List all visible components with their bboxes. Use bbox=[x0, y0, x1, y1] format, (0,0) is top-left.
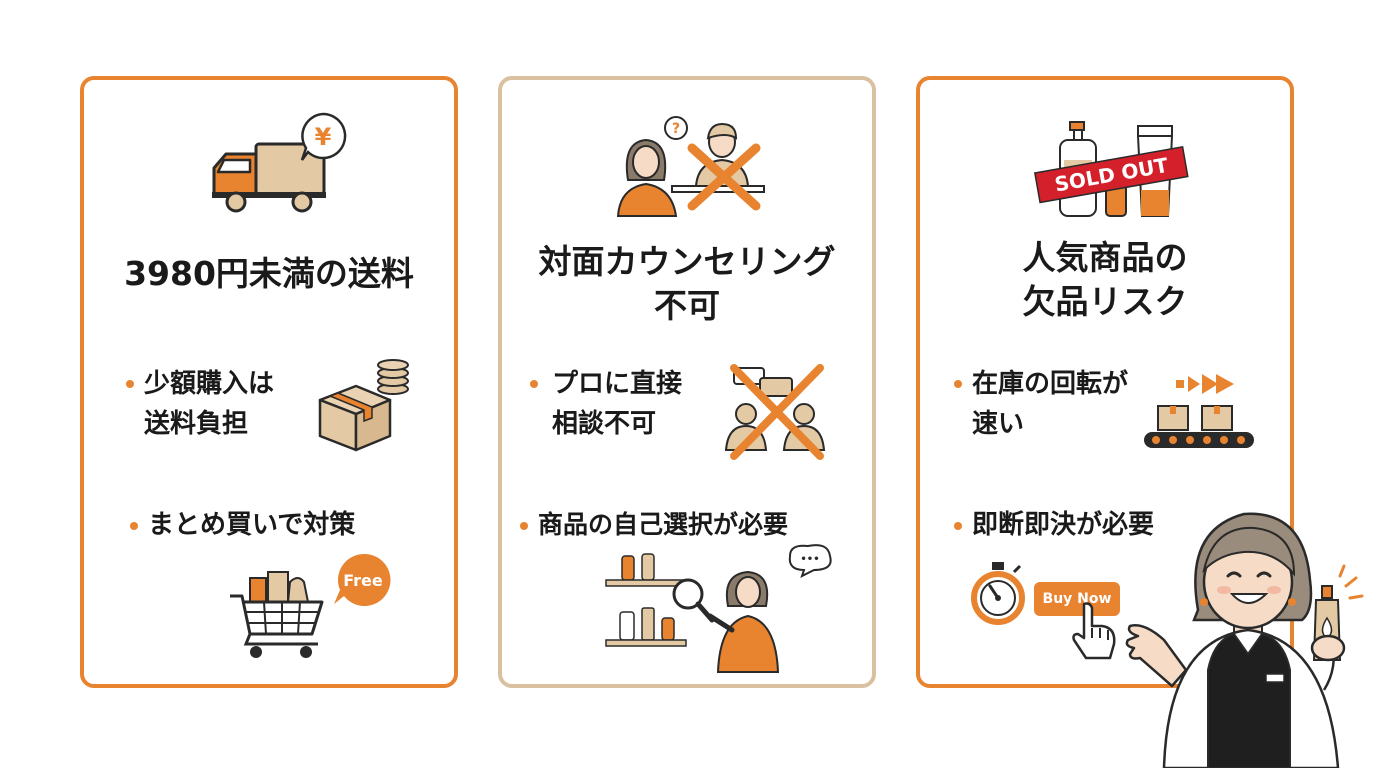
bullet-dot bbox=[954, 380, 962, 388]
shopping-cart-icon bbox=[230, 571, 324, 658]
shelf-search-icon: ••• bbox=[605, 544, 832, 673]
double-arrow-icon bbox=[1176, 374, 1234, 394]
bullet-dot bbox=[520, 522, 528, 530]
yen-bubble-icon: ¥ bbox=[300, 112, 347, 161]
bullet-small-purchase: 少額購入は 送料負担 bbox=[144, 364, 274, 444]
cosmetics-bottles-icon: SOLD OUT bbox=[1033, 121, 1189, 217]
thought-dots: ••• bbox=[800, 554, 819, 565]
bullet-bulk-buy: まとめ買いで対策 bbox=[148, 505, 355, 545]
title-line: 欠品リスク bbox=[1022, 282, 1188, 321]
title-line: 対面カウンセリング bbox=[538, 242, 836, 281]
bullet-line: 少額購入は bbox=[144, 369, 275, 399]
pointing-hand-icon bbox=[1072, 602, 1116, 660]
bullet-self-selection: 商品の自己選択が必要 bbox=[538, 505, 788, 545]
conveyor-belt-icon bbox=[1144, 405, 1254, 448]
title-line: 不可 bbox=[654, 286, 720, 325]
question-mark: ? bbox=[672, 121, 680, 137]
card-title: 人気商品の 欠品リスク bbox=[920, 236, 1290, 324]
card-title: 対面カウンセリング 不可 bbox=[502, 240, 872, 328]
bullet-line: 商品の自己選択が必要 bbox=[538, 510, 789, 539]
bullet-line: プロに直接 bbox=[552, 369, 683, 399]
bullet-fast-turnover: 在庫の回転が 速い bbox=[972, 364, 1128, 444]
bullet-line: 相談不可 bbox=[552, 409, 657, 439]
bullet-line: 在庫の回転が bbox=[972, 369, 1129, 399]
card-title: 3980円未満の送料 bbox=[124, 254, 414, 293]
stopwatch-icon bbox=[971, 562, 1025, 625]
title-line: 人気商品の bbox=[1022, 238, 1188, 277]
bullet-dot bbox=[954, 522, 962, 530]
bullet-quick-decision: 即断即決が必要 bbox=[972, 505, 1154, 545]
bullet-dot bbox=[126, 380, 134, 388]
bullet-no-pro-advice: プロに直接 相談不可 bbox=[552, 364, 682, 444]
free-badge: Free bbox=[343, 571, 383, 590]
truck-icon bbox=[212, 142, 326, 213]
free-bubble-icon: Free bbox=[334, 553, 391, 606]
bullet-dot bbox=[130, 522, 138, 530]
card-shipping: ¥ 3980円未満の送料 少額購入は 送料負担 まとめ買いで対策 Free bbox=[80, 76, 458, 688]
yen-symbol: ¥ bbox=[315, 123, 332, 151]
crossed-out-chat-icon bbox=[724, 364, 826, 460]
card-counseling: ? 対面カウンセリング 不可 プロに直接 相談不可 商品の自己選択が必要 bbox=[498, 76, 876, 688]
coin-stack-icon bbox=[377, 359, 409, 395]
crossed-out-staff-icon bbox=[687, 143, 761, 211]
bullet-line: まとめ買いで対策 bbox=[148, 510, 356, 540]
shop-staff-woman-icon bbox=[1125, 512, 1364, 768]
bullet-line: 速い bbox=[972, 409, 1025, 439]
bullet-dot bbox=[530, 380, 538, 388]
bullet-line: 即断即決が必要 bbox=[972, 510, 1155, 540]
buy-now-button[interactable]: Buy Now bbox=[1034, 582, 1120, 616]
bullet-line: 送料負担 bbox=[144, 409, 249, 439]
card-stockout: SOLD OUT 人気商品の 欠品リスク 在庫の回転が 速い 即断即決が必要 B… bbox=[916, 76, 1294, 688]
cardboard-box-icon bbox=[318, 384, 392, 452]
